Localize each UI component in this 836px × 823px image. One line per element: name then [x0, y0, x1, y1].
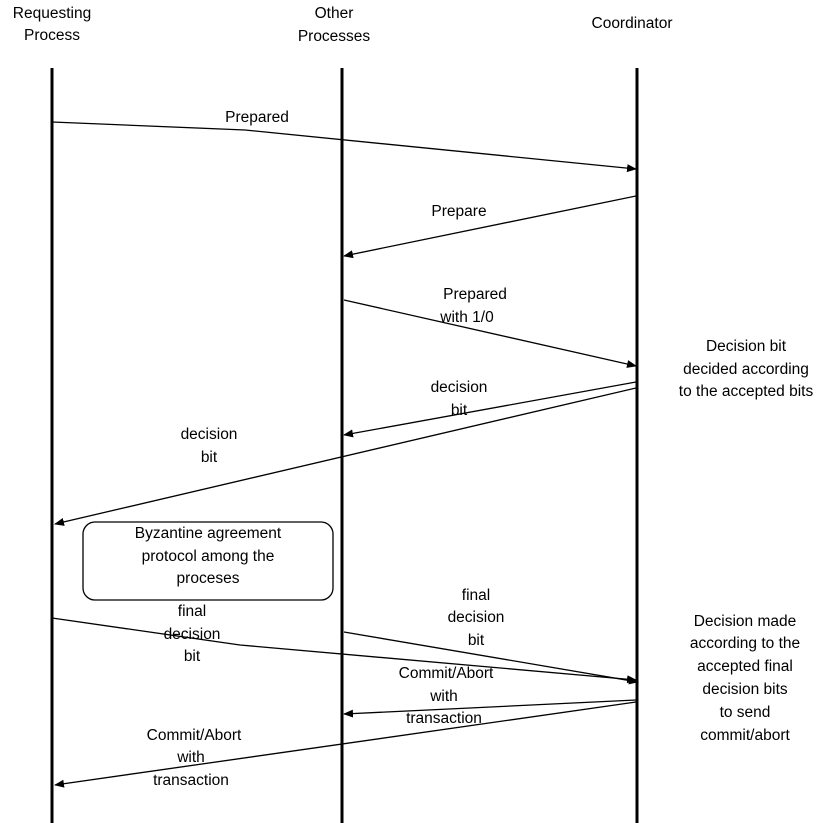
message-arrow-commit-abort-requesting [54, 701, 637, 788]
message-arrow-prepared [51, 121, 637, 173]
byzantine-note-line2: protocol among the [142, 548, 275, 565]
byzantine-note-line3: proceses [177, 570, 240, 587]
note-decision-made-line1: Decision made [694, 613, 797, 630]
message-arrow-final-decision-bit-requesting [51, 617, 637, 684]
participant-coordinator: Coordinator [592, 15, 673, 32]
note-decision-bit-line3: to the accepted bits [679, 383, 814, 400]
message-arrow-prepared-with-bit [343, 299, 637, 368]
message-label-prepared-with-bit-line1: Prepared [443, 286, 507, 303]
participant-others-line2: Processes [298, 28, 371, 45]
note-decision-made-line2: according to the [690, 635, 800, 652]
note-decision-bit-line2: decided according [683, 361, 809, 378]
message-label-decision-bit-requesting-line2: bit [201, 449, 218, 466]
message-label-final-decision-bit-others-line3: bit [468, 632, 485, 649]
participant-requesting-line2: Process [24, 27, 80, 44]
note-decision-made-line3: accepted final [697, 658, 793, 675]
byzantine-agreement-box [82, 521, 334, 601]
note-decision-bit-line1: Decision bit [706, 338, 787, 355]
message-arrow-commit-abort-others [343, 699, 637, 718]
note-decision-made-line4: decision bits [702, 681, 788, 698]
participant-others-line1: Other [315, 5, 354, 22]
message-label-commit-abort-others-line3: transaction [406, 710, 482, 727]
message-arrow-decision-bit-requesting [54, 387, 637, 526]
message-arrow-prepare [343, 195, 637, 259]
message-label-commit-abort-others-line1: Commit/Abort [399, 665, 494, 682]
message-label-final-decision-bit-requesting-line1: final [178, 603, 206, 620]
message-arrow-decision-bit-others [343, 381, 637, 438]
message-label-prepare: Prepare [431, 203, 486, 220]
message-label-final-decision-bit-requesting-line3: bit [184, 648, 201, 665]
message-arrow-final-decision-bit-others [343, 631, 639, 685]
message-label-decision-bit-others-line1: decision [431, 379, 488, 396]
message-label-commit-abort-requesting-line2: with [176, 749, 205, 766]
message-label-commit-abort-others-line2: with [429, 688, 458, 705]
message-label-prepared-with-bit-line2: with 1/0 [439, 309, 494, 326]
message-label-decision-bit-requesting-line1: decision [181, 426, 238, 443]
message-label-final-decision-bit-others-line2: decision [448, 609, 505, 626]
note-decision-made-line6: commit/abort [700, 727, 790, 744]
message-label-commit-abort-requesting-line3: transaction [153, 772, 229, 789]
message-label-final-decision-bit-requesting-line2: decision [164, 626, 221, 643]
message-label-commit-abort-requesting-line1: Commit/Abort [147, 727, 242, 744]
message-label-prepared: Prepared [225, 109, 289, 126]
message-label-final-decision-bit-others-line1: final [462, 587, 490, 604]
participant-requesting-line1: Requesting [13, 5, 91, 22]
byzantine-note-line1: Byzantine agreement [135, 525, 282, 542]
note-decision-made-line5: to send [720, 704, 771, 721]
message-label-decision-bit-others-line2: bit [451, 402, 468, 419]
